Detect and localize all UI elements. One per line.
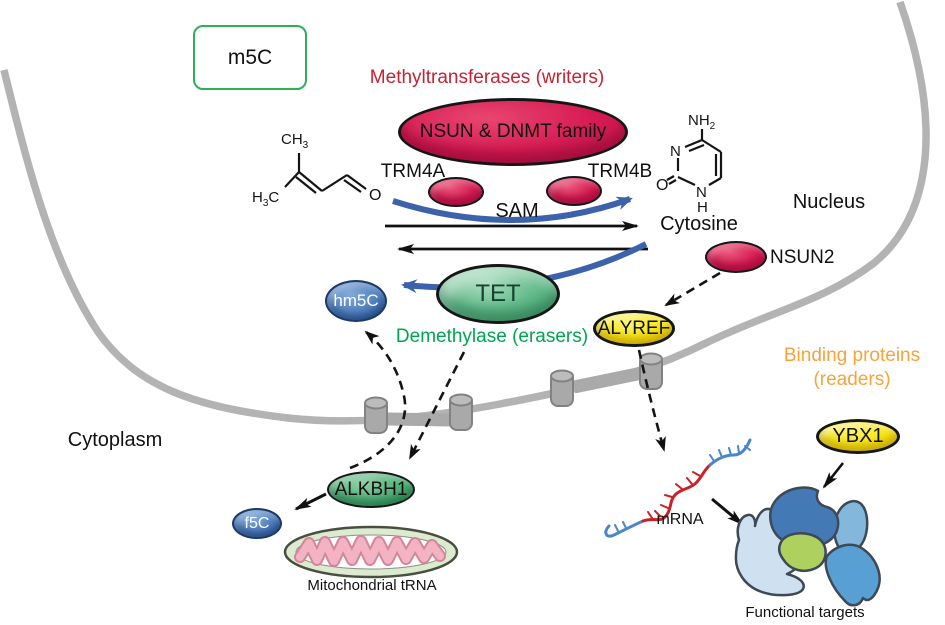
- alkbh1-to-f5c-arrow: [294, 492, 327, 511]
- m5c-title-box: m5C: [193, 25, 307, 90]
- m5c-title: m5C: [227, 45, 273, 69]
- nucleus-label: Nucleus: [792, 191, 866, 213]
- mitochondrion-icon: [283, 525, 459, 579]
- ring-n-bottom-label: N: [696, 184, 707, 201]
- nuclear-membrane: [0, 0, 930, 425]
- trm4a-label: TRM4A: [380, 161, 446, 182]
- mrna-label: mRNA: [656, 511, 704, 528]
- membrane-bar-right: [572, 366, 644, 394]
- tet-oval: TET: [436, 264, 560, 324]
- methylated-molecule-structure: [284, 153, 367, 194]
- readers-heading: Binding proteins (readers): [757, 344, 945, 391]
- membrane-channel-icon: [639, 352, 663, 390]
- ring-n-top-label: N: [670, 143, 681, 160]
- alyref-text: ALYREF: [597, 317, 671, 339]
- h3c-label: H3C: [252, 189, 280, 209]
- hm5c-text: hm5C: [333, 291, 379, 310]
- ybx1-oval: YBX1: [816, 419, 900, 454]
- nh2-label: NH2: [688, 112, 716, 132]
- ring-h-label: H: [697, 199, 708, 216]
- ch3-label: CH3: [281, 131, 309, 151]
- trm4b-oval: [546, 176, 602, 206]
- alkbh1-oval: ALKBH1: [327, 471, 415, 508]
- f5c-text: f5C: [244, 514, 270, 532]
- nsun2-oval: [705, 241, 767, 273]
- nsun2-to-alyref-arrow: [664, 271, 721, 307]
- alkbh1-text: ALKBH1: [334, 478, 408, 500]
- sam-label: SAM: [495, 200, 539, 222]
- writer-blue-arc: [392, 196, 633, 223]
- target-blob-green: [777, 532, 827, 572]
- membrane-channel-icon: [550, 369, 574, 407]
- alyref-oval: ALYREF: [593, 310, 675, 347]
- erasers-heading: Demethylase (erasers): [395, 326, 589, 347]
- nsun-dnmt-family-text: NSUN & DNMT family: [419, 121, 607, 142]
- cytoplasm-label: Cytoplasm: [67, 429, 163, 451]
- trm4b-label: TRM4B: [587, 161, 653, 182]
- membrane-channel-icon: [364, 396, 388, 434]
- nsun-dnmt-family-oval: NSUN & DNMT family: [398, 98, 628, 166]
- aldehyde-o-label: O: [369, 187, 382, 204]
- ybx1-to-targets-arrow: [822, 462, 845, 489]
- target-blob-right-lower: [824, 543, 881, 607]
- hm5c-oval: hm5C: [325, 280, 387, 322]
- readers-heading-line2: (readers): [813, 368, 891, 390]
- cytosine-structure: [666, 129, 723, 186]
- functional-targets-label: Functional targets: [745, 604, 865, 621]
- mrna-to-targets-arrow: [711, 497, 744, 526]
- tet-to-alkbh1-arrow: [408, 351, 466, 460]
- alyref-to-mrna-arrow: [637, 349, 666, 452]
- f5c-oval: f5C: [232, 508, 282, 539]
- cytosine-label: Cytosine: [660, 213, 738, 235]
- writers-heading: Methyltransferases (writers): [369, 67, 605, 88]
- ring-o-label: O: [656, 177, 669, 194]
- mrna-strand: [604, 438, 752, 538]
- membrane-channel-icon: [449, 393, 473, 431]
- ybx1-text: YBX1: [832, 425, 884, 447]
- tet-text: TET: [475, 280, 521, 307]
- nsun2-label: NSUN2: [770, 247, 835, 268]
- trm4a-oval: [428, 177, 484, 207]
- alkbh1-to-hm5c-arrow: [349, 330, 407, 470]
- membrane-bar-left: [387, 412, 451, 427]
- mitochondrial-trna-label: Mitochondrial tRNA: [307, 577, 437, 594]
- readers-heading-line1: Binding proteins: [783, 345, 921, 366]
- functional-targets-complex: [734, 486, 881, 607]
